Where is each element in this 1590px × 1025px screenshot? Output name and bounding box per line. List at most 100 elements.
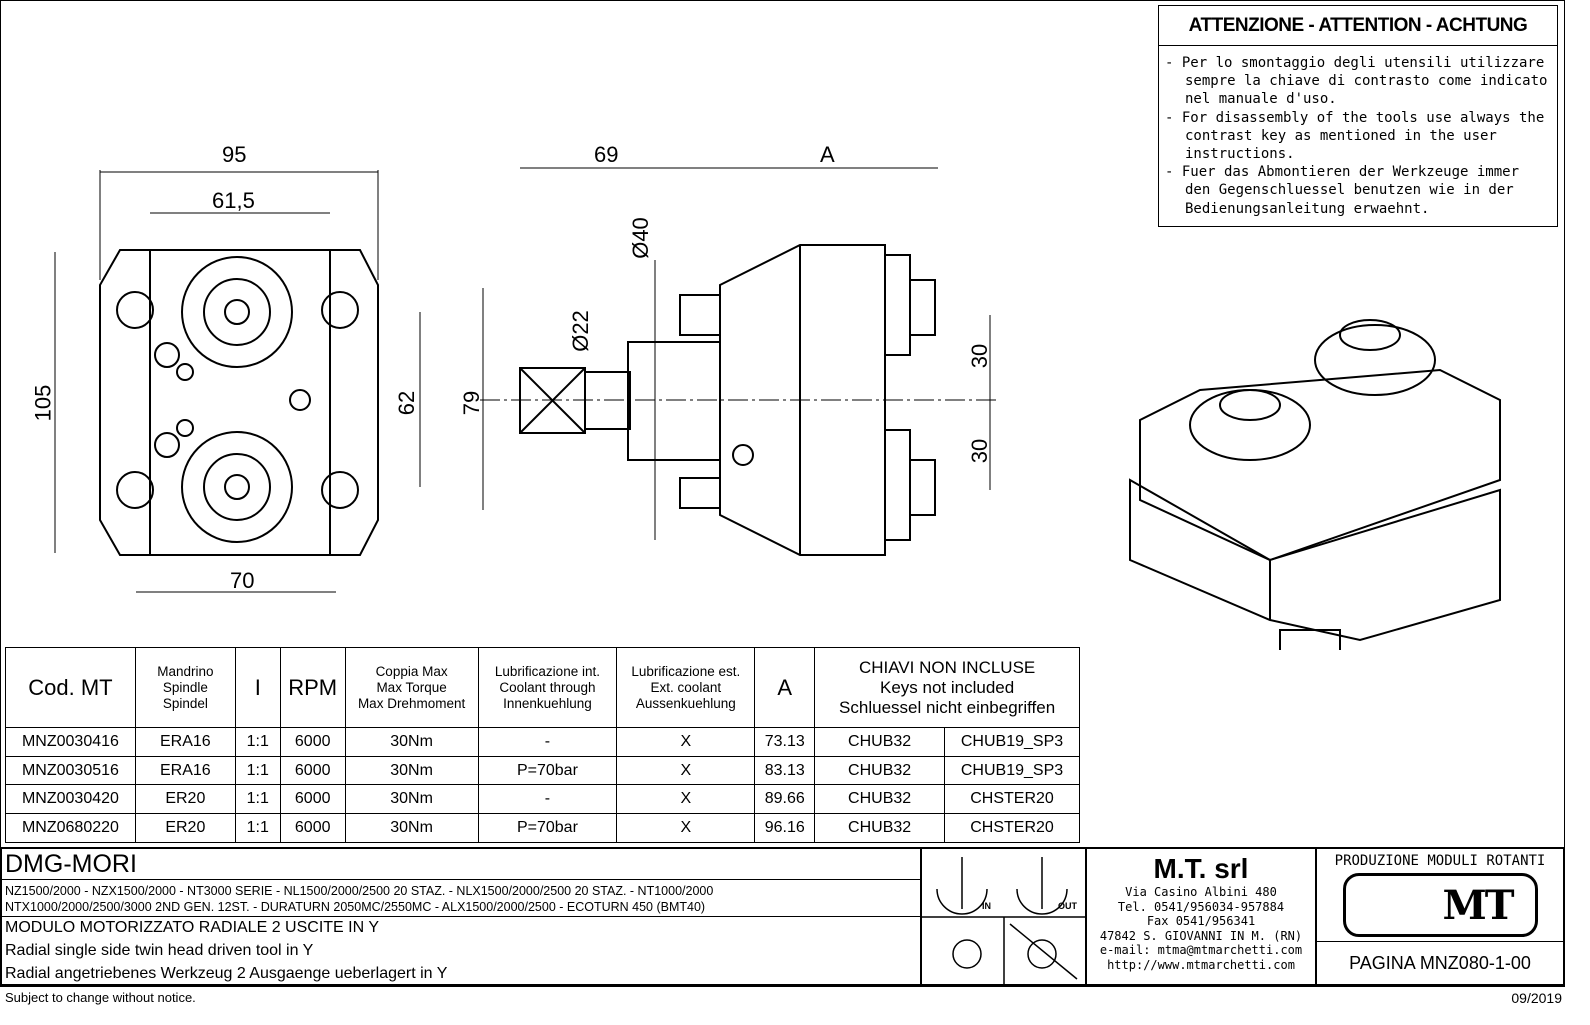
cell: 1:1 [234,727,281,757]
dim-a: A [820,142,835,167]
col-spindle: Mandrino Spindle Spindel [134,647,236,728]
table-header: Cod. MT Mandrino Spindle Spindel I RPM C… [5,647,1080,728]
cell: P=70bar [477,755,618,786]
isometric-view [1129,319,1501,650]
company-city: 47842 S. GIOVANNI IN M. (RN) [1099,928,1303,943]
cell: ERA16 [134,755,236,786]
dim-61-5: 61,5 [212,188,255,213]
warning-item: - For disassembly of the tools use alway… [1165,109,1545,163]
company-website[interactable]: http://www.mtmarchetti.com [1107,957,1295,972]
col-torque: Coppia Max Max Torque Max Drehmoment [344,647,479,728]
cell: MNZ0680220 [5,813,136,843]
cell: 6000 [279,813,346,843]
dim-30-top: 30 [967,343,993,369]
warning-item: - Fuer das Abmontieren der Werkzeuge imm… [1165,164,1520,217]
description-it: MODULO MOTORIZZATO RADIALE 2 USCITE IN Y [5,919,379,936]
cell: X [616,784,756,815]
warning-box: ATTENZIONE - ATTENTION - ACHTUNG - Per l… [1158,5,1558,227]
col-coolant-int: Lubrificazione int. Coolant through Inne… [477,647,618,728]
machine-line: NTX1000/2000/2500/3000 2ND GEN. 12ST. - … [5,900,706,914]
warning-item: - Per lo smontaggio degli utensili utili… [1165,55,1548,108]
cell: 6000 [279,755,346,786]
logo-block: PRODUZIONE MODULI ROTANTI MT PAGINA MNZ0… [1315,847,1565,986]
col-rpm: RPM [279,647,346,728]
company-fax: Fax 0541/956341 [1146,914,1256,928]
rotation-out-icon [1016,888,1068,915]
col-a: A [754,647,816,728]
dim-79: 79 [459,390,485,416]
cell: 1:1 [234,784,281,815]
cell: 89.66 [754,784,816,815]
col-keys: CHIAVI NON INCLUSE Keys not included Sch… [814,647,1080,728]
col-ratio: I [234,647,281,728]
cell: ER20 [134,813,236,843]
brand-title: DMG-MORI [2,849,920,880]
warning-title: ATTENZIONE - ATTENTION - ACHTUNG [1159,6,1557,46]
company-block: M.T. srl Via Casino Albini 480 Tel. 0541… [1085,847,1317,986]
cell: 83.13 [754,755,816,786]
cell: CHUB32 [814,727,946,757]
cell: CHUB32 [814,813,946,843]
cell: 6000 [279,727,346,757]
cell: MNZ0030420 [5,784,136,815]
cell: MNZ0030516 [5,755,136,786]
cell: - [477,727,618,757]
dim-d40: Ø40 [627,217,653,259]
logo-mark: MT [1442,882,1514,929]
company-name: M.T. srl [1153,853,1249,884]
out-label: OUT [1058,901,1077,911]
cell: CHUB32 [814,784,946,815]
company-address: Via Casino Albini 480 [1125,885,1277,899]
cell: CHSTER20 [944,784,1080,815]
technical-drawing [54,167,1501,650]
cell: 1:1 [234,813,281,843]
cell: 30Nm [344,727,479,757]
side-view [480,167,1000,556]
dim-105: 105 [30,384,56,422]
cell: X [616,755,756,786]
cell: ERA16 [134,727,236,757]
dim-69: 69 [594,142,619,167]
cell: CHSTER20 [944,813,1080,843]
description-en: Radial single side twin head driven tool… [5,942,314,959]
machine-list: NZ1500/2000 - NZX1500/2000 - NT3000 SERI… [2,880,920,917]
company-email[interactable]: e-mail: mtma@mtmarchetti.com [1099,943,1303,957]
machine-line: NZ1500/2000 - NZX1500/2000 - NT3000 SERI… [5,884,714,898]
cell: CHUB32 [814,755,946,786]
rotation-icons: IN OUT [920,847,1087,986]
cell: 30Nm [344,813,479,843]
description-de: Radial angetriebenes Werkzeug 2 Ausgaeng… [5,965,448,982]
cell: X [616,813,756,843]
cell: ER20 [134,784,236,815]
dim-62: 62 [394,390,420,416]
cell: CHUB19_SP3 [944,755,1080,786]
spec-table: Cod. MT Mandrino Spindle Spindel I RPM C… [5,647,1080,843]
dim-95: 95 [222,142,247,167]
in-label: IN [982,901,991,911]
wrench-wrong-icon [1027,939,1057,969]
mt-logo: MT [1342,873,1538,937]
dim-30-bottom: 30 [967,438,993,464]
cell: 73.13 [754,727,816,757]
cell: 1:1 [234,755,281,786]
revision-date: 09/2019 [1511,990,1562,1006]
cell: 6000 [279,784,346,815]
cell: P=70bar [477,813,618,843]
title-block: DMG-MORI NZ1500/2000 - NZX1500/2000 - NT… [0,847,922,986]
cell: CHUB19_SP3 [944,727,1080,757]
cell: X [616,727,756,757]
cell: - [477,784,618,815]
disclaimer: Subject to change without notice. [5,990,196,1005]
logo-heading: PRODUZIONE MODULI ROTANTI [1334,853,1546,869]
cell: 30Nm [344,784,479,815]
page-border [0,0,1565,987]
wrench-correct-icon [952,939,982,969]
rotation-in-icon [936,888,988,915]
dim-70: 70 [230,568,255,593]
dim-d22: Ø22 [567,310,593,352]
col-coolant-ext: Lubrificazione est. Ext. coolant Aussenk… [616,647,756,728]
